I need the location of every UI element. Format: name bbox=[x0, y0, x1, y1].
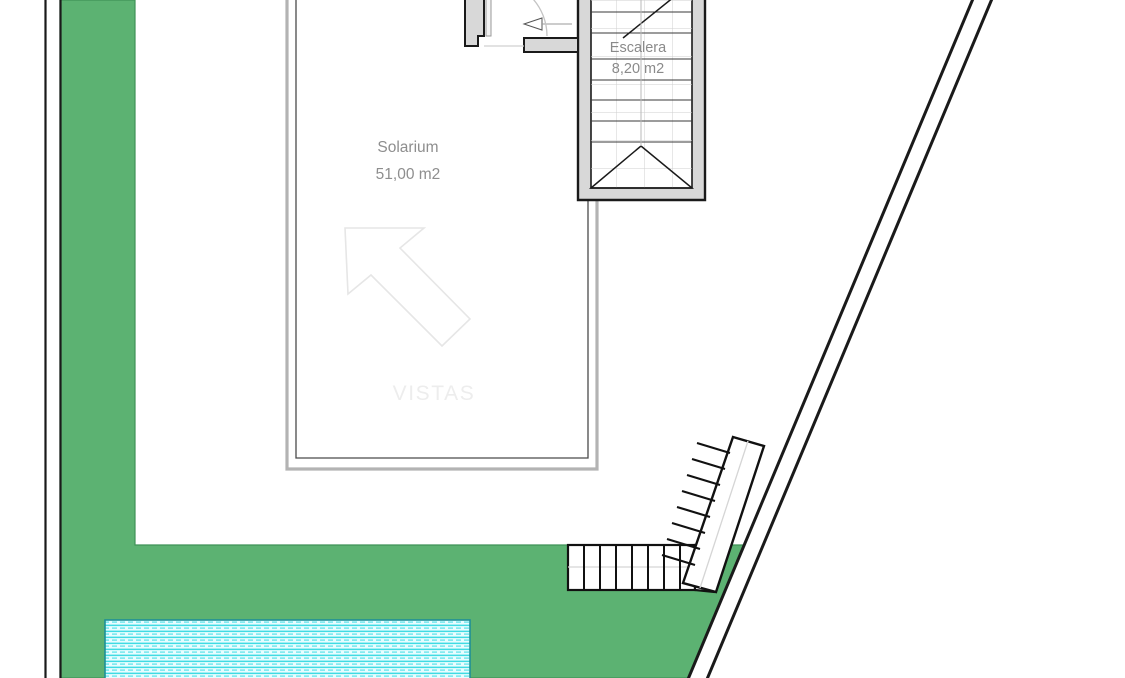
diagonal-boundary-outer bbox=[686, 0, 975, 678]
escalera-room-name: Escalera bbox=[610, 40, 667, 56]
solarium-room-name: Solarium bbox=[377, 139, 438, 156]
interior-stair-block bbox=[522, 0, 707, 202]
stair-landing-hip bbox=[588, 145, 695, 189]
door-swing-arc-icon bbox=[532, 0, 548, 37]
solarium-room-area: 51,00 m2 bbox=[376, 166, 441, 183]
escalera-room-area: 8,20 m2 bbox=[612, 61, 664, 77]
door-leaf bbox=[485, 0, 492, 37]
pool-water bbox=[104, 619, 471, 678]
exterior-stair-upper bbox=[661, 435, 766, 594]
plot-boundary-left bbox=[44, 0, 62, 678]
diagonal-boundary-inner bbox=[705, 0, 994, 678]
plot-boundary-right bbox=[686, 0, 994, 678]
vistas-arrow-icon bbox=[344, 227, 472, 348]
swimming-pool bbox=[104, 619, 471, 678]
vistas-label: VISTAS bbox=[393, 382, 476, 405]
door-sill-wall bbox=[523, 37, 579, 53]
terrace-outline-outer bbox=[285, 0, 599, 471]
vistas-arrow-shape bbox=[344, 227, 472, 348]
exterior-stair-upper-treads bbox=[661, 441, 731, 567]
door-jamb-left bbox=[464, 0, 485, 47]
stair-diagonal-upper bbox=[622, 0, 672, 39]
stair-direction-arrow-icon bbox=[522, 17, 543, 31]
exterior-stair-upper-centerline bbox=[699, 440, 749, 589]
terrace-outline-inner bbox=[295, 0, 589, 459]
roof-door-assembly bbox=[464, 0, 579, 53]
solarium-terrace-outline bbox=[285, 0, 599, 471]
exterior-stair-lower-treads bbox=[583, 545, 681, 590]
exterior-stair-lower bbox=[566, 543, 697, 592]
